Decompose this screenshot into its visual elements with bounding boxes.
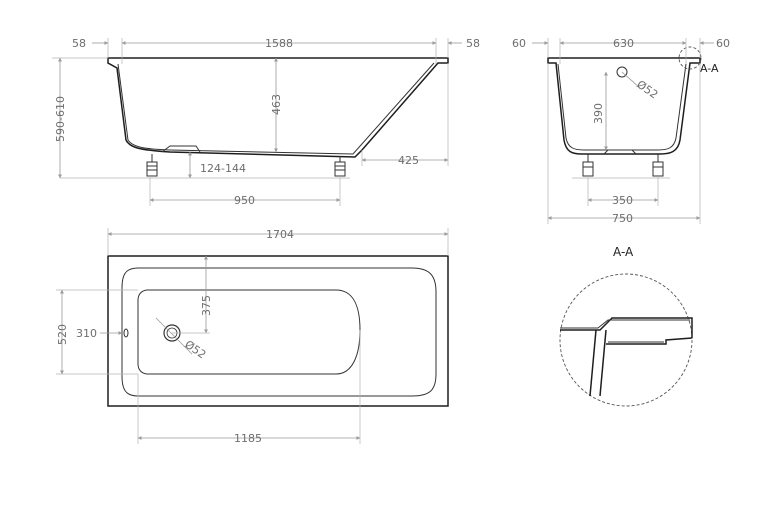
detail-profile-rim [560,319,690,329]
top-dim-width: 520 [56,324,69,345]
side-view: 58 1588 58 590-610 463 124-144 425 950 [52,37,480,207]
end-view-foot-left [582,154,594,177]
end-dim-leg-span: 350 [612,194,633,207]
detail-profile-outer [560,317,693,338]
detail-title: A-A [613,245,634,259]
side-view-drain [161,145,201,153]
end-view-overflow [616,66,628,78]
end-view-section-circle [678,46,702,70]
end-view: A-A 60 630 60 Ø52 390 350 [512,37,730,225]
top-view-overflow [123,328,129,338]
detail-profile-wall [589,329,693,397]
top-view-rim-inner [121,267,437,397]
side-view-foot-left [146,154,158,177]
end-view-section-marker: A-A [700,62,719,75]
end-dim-width-inner: 630 [613,37,634,50]
end-view-drain [603,149,637,155]
side-dim-depth: 463 [270,94,283,115]
side-dim-leg-span: 950 [234,194,255,207]
side-view-rim [107,57,449,158]
end-dim-overflow-dia: Ø52 [634,78,660,102]
top-dim-inner-length: 1185 [234,432,262,445]
side-dim-right-flange: 58 [466,37,480,50]
side-view-foot-right [334,156,346,177]
end-view-foot-right [652,154,664,177]
side-view-inner-wall [117,62,435,155]
side-dim-slope: 425 [398,154,419,167]
detail-view: A-A [559,245,693,407]
end-dim-width-total: 750 [612,212,633,225]
top-dim-drain-from-edge: 375 [200,295,213,316]
top-view: 1704 520 310 375 Ø52 1185 [56,228,449,445]
end-dim-right-flange: 60 [716,37,730,50]
side-dim-height: 590-610 [54,96,67,142]
end-dim-left-flange: 60 [512,37,526,50]
side-dim-foot-height: 124-144 [200,162,246,175]
top-view-basin [137,289,361,375]
side-dim-left-flange: 58 [72,37,86,50]
top-dim-drain-offset: 310 [76,327,97,340]
side-dim-length: 1588 [265,37,293,50]
end-overflow-leader [621,71,641,89]
top-dim-drain-dia: Ø52 [182,338,208,362]
top-view-outline [107,255,449,407]
top-dim-length: 1704 [266,228,294,241]
end-view-body [547,57,701,155]
detail-circle [559,273,693,407]
end-dim-overflow-height: 390 [592,103,605,124]
